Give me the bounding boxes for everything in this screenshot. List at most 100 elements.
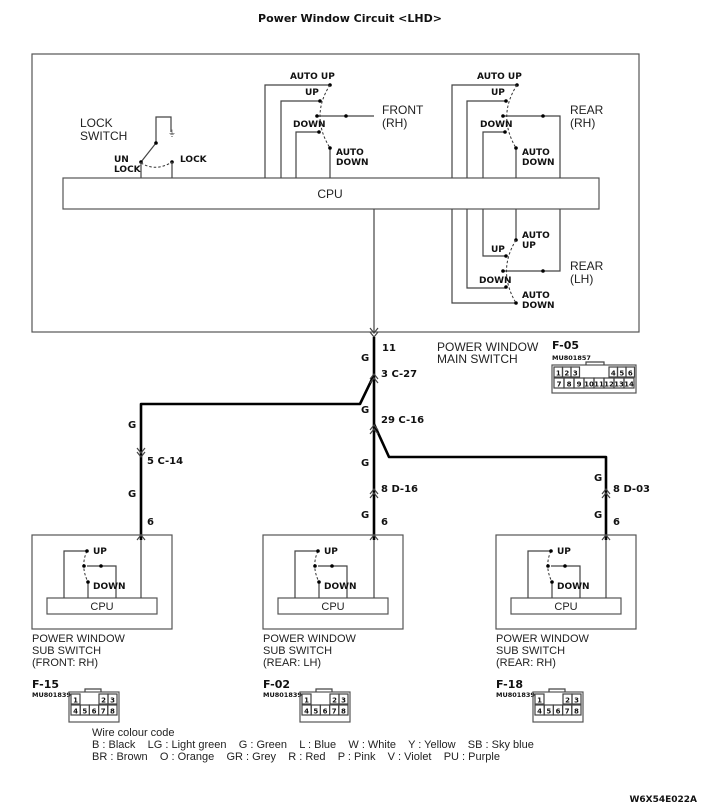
svg-text:(RH): (RH) bbox=[570, 116, 595, 130]
pin-c27: 3 C-27 bbox=[381, 369, 417, 380]
connector-pin-label: 8 bbox=[567, 381, 572, 389]
svg-text:(RH): (RH) bbox=[382, 116, 407, 130]
svg-text:UP: UP bbox=[522, 241, 536, 251]
sub-switch-label: SUB SWITCH bbox=[32, 645, 101, 657]
legend-row-2: BR : Brown O : Orange GR : Grey R : Red … bbox=[92, 751, 500, 763]
connector-pin bbox=[623, 377, 635, 389]
sub-switch-label: (REAR: RH) bbox=[496, 657, 556, 669]
sub-switch-label: SUB SWITCH bbox=[496, 645, 565, 657]
connector-pin-label: 8 bbox=[574, 708, 579, 716]
connector-pin-label: 3 bbox=[341, 697, 346, 705]
svg-text:DOWN: DOWN bbox=[479, 276, 512, 286]
pin-main-11: 11 bbox=[382, 343, 396, 354]
sub-up-label: UP bbox=[557, 547, 571, 557]
svg-text:DOWN: DOWN bbox=[336, 158, 369, 168]
wire-color-label: G bbox=[128, 420, 136, 431]
sub-switch-label: POWER WINDOW bbox=[496, 633, 589, 645]
sub-cpu-box bbox=[46, 597, 158, 615]
sub-connector-part: MU801839 bbox=[496, 691, 535, 699]
svg-text:UP: UP bbox=[491, 88, 505, 98]
sub-connector-diagram bbox=[299, 691, 351, 723]
svg-text:DOWN: DOWN bbox=[480, 120, 513, 130]
connector-pin-label: 14 bbox=[624, 381, 634, 389]
pin-d03: 8 D-03 bbox=[613, 484, 650, 495]
connector-pin-label: 5 bbox=[313, 708, 318, 716]
pin-c16: 29 C-16 bbox=[381, 415, 424, 426]
sub-cpu-label: CPU bbox=[90, 601, 113, 613]
pin-c14: 5 C-14 bbox=[147, 456, 183, 467]
connector-pin-label: 4 bbox=[537, 708, 542, 716]
connector-pin-label: 2 bbox=[565, 697, 570, 705]
connector-pin-label: 10 bbox=[584, 381, 594, 389]
svg-text:LOCK: LOCK bbox=[80, 116, 113, 130]
connector-pin-label: 5 bbox=[82, 708, 87, 716]
connector-pin-label: 11 bbox=[594, 381, 604, 389]
sub-up-label: UP bbox=[93, 547, 107, 557]
sub-up-label: UP bbox=[324, 547, 338, 557]
wire-color-label: G bbox=[361, 510, 369, 521]
connector-pin-label: 5 bbox=[619, 370, 624, 378]
diagram-title: Power Window Circuit <LHD> bbox=[258, 12, 442, 25]
connector-pin-label: 9 bbox=[577, 381, 582, 389]
sub-switch-box bbox=[262, 534, 404, 630]
connector-pin-label: 12 bbox=[604, 381, 614, 389]
sub-connector-diagram bbox=[68, 691, 120, 723]
lock-switch: LOCK SWITCH ⏚ UN LOCK LOCK bbox=[80, 116, 208, 178]
svg-text:UP: UP bbox=[305, 88, 319, 98]
connector-pin-label: 3 bbox=[573, 370, 578, 378]
rear-rh-switch: AUTO UP UP DOWN AUTO DOWN REAR (RH) bbox=[451, 72, 604, 178]
wire-color-label: G bbox=[361, 458, 369, 469]
sub-down-label: DOWN bbox=[324, 582, 357, 592]
wire-color-label: G bbox=[594, 473, 602, 484]
svg-text:AUTO UP: AUTO UP bbox=[290, 72, 335, 82]
svg-text:DOWN: DOWN bbox=[522, 301, 555, 311]
sub-switch-box bbox=[31, 534, 173, 630]
sub-cpu-label: CPU bbox=[554, 601, 577, 613]
sub-connector-diagram bbox=[532, 691, 584, 723]
svg-text:SWITCH: SWITCH bbox=[80, 129, 127, 143]
legend-title: Wire colour code bbox=[92, 727, 175, 739]
main-switch-label: POWER WINDOW bbox=[437, 340, 539, 354]
wire-color-label: G bbox=[128, 489, 136, 500]
connector-pin-label: 1 bbox=[556, 370, 561, 378]
sub-connector-part: MU801839 bbox=[32, 691, 71, 699]
connector-pin-label: 1 bbox=[73, 697, 78, 705]
connector-pin-label: 7 bbox=[332, 708, 337, 716]
svg-text:AUTO: AUTO bbox=[522, 231, 550, 241]
sub-cpu-label: CPU bbox=[321, 601, 344, 613]
svg-text:UN: UN bbox=[114, 155, 129, 165]
wire-color-label: G bbox=[361, 405, 369, 416]
connector-pin-label: 4 bbox=[73, 708, 78, 716]
connector-pin-label: 3 bbox=[110, 697, 115, 705]
sub-switch-label: SUB SWITCH bbox=[263, 645, 332, 657]
connector-pin-label: 6 bbox=[628, 370, 633, 378]
sub-cpu-box bbox=[510, 597, 622, 615]
connector-pin-label: 2 bbox=[101, 697, 106, 705]
connector-pin-label: 5 bbox=[546, 708, 551, 716]
connector-pin-label: 1 bbox=[537, 697, 542, 705]
connector-pin bbox=[570, 366, 581, 378]
front-rh-switch: AUTO UP UP DOWN AUTO DOWN FRONT (RH) bbox=[264, 72, 424, 178]
pin-d16: 8 D-16 bbox=[381, 484, 418, 495]
sub-connector-part: MU801839 bbox=[263, 691, 302, 699]
wire-color-label: G bbox=[361, 353, 369, 364]
svg-text:AUTO: AUTO bbox=[522, 148, 550, 158]
svg-text:LOCK: LOCK bbox=[114, 165, 142, 175]
main-switch-box bbox=[31, 53, 640, 333]
connector-pin-label: 13 bbox=[614, 381, 624, 389]
connector-pin-label: 8 bbox=[341, 708, 346, 716]
main-cpu-label: CPU bbox=[317, 187, 342, 201]
wiring-harness bbox=[136, 337, 611, 541]
svg-text:REAR: REAR bbox=[570, 259, 604, 273]
svg-text:(LH): (LH) bbox=[570, 272, 593, 286]
connector-pin-label: 6 bbox=[556, 708, 561, 716]
legend-row-1: B : Black LG : Light green G : Green L :… bbox=[92, 739, 534, 751]
connector-pin-label: 7 bbox=[101, 708, 106, 716]
connector-pin-label: 7 bbox=[557, 381, 562, 389]
connector-pin-label: 6 bbox=[92, 708, 97, 716]
